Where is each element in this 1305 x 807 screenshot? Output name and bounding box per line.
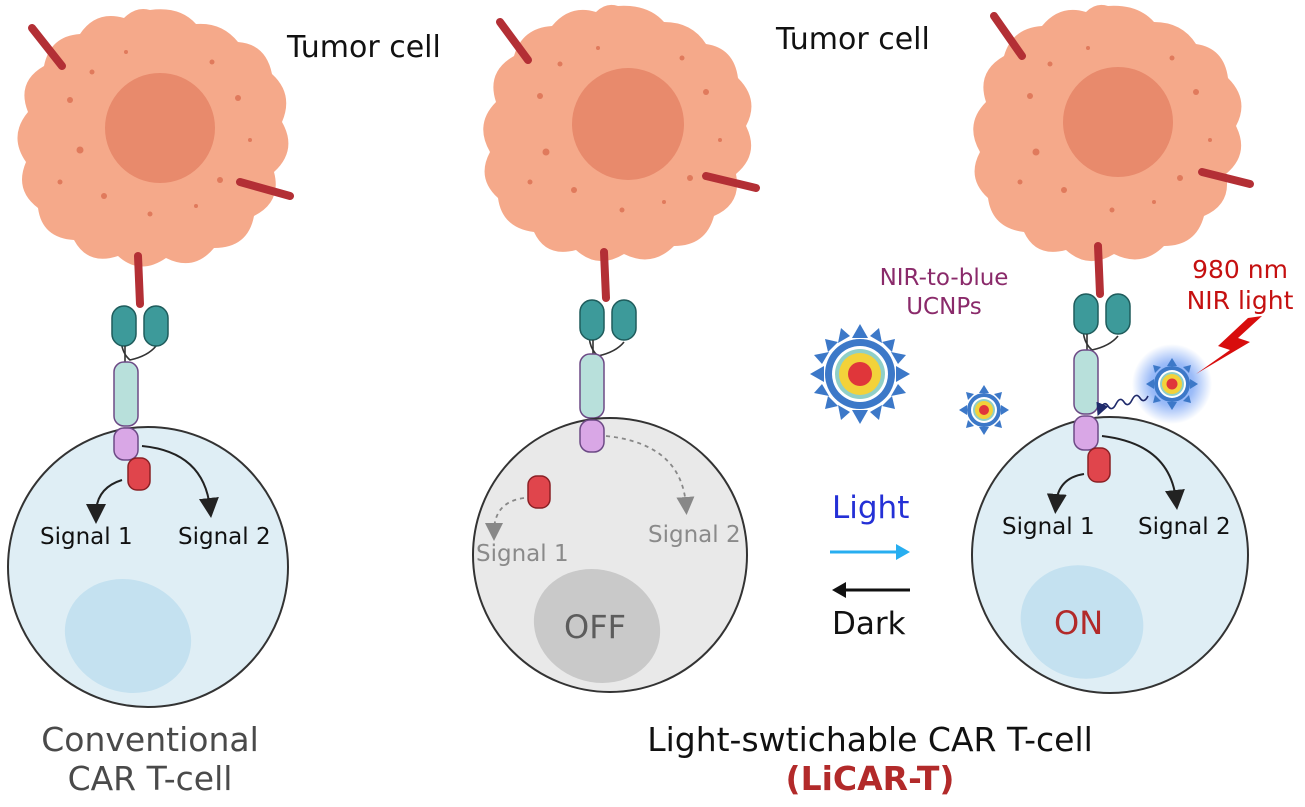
t-cell-nucleus-on xyxy=(1020,565,1144,679)
light-label: Light xyxy=(832,490,910,526)
nir-light-label: 980 nm NIR light xyxy=(1170,254,1305,316)
antigen-spike xyxy=(1094,242,1104,298)
antigen-spike xyxy=(600,248,610,302)
panel-conventional xyxy=(7,9,294,708)
hinge-domain xyxy=(1073,349,1099,415)
tumor-nucleus xyxy=(105,73,215,183)
costim-domain-detached xyxy=(527,475,551,509)
tumor-granules xyxy=(527,46,722,213)
signal2-label-conventional: Signal 2 xyxy=(178,524,271,550)
ucnp-label-line2: UCNPs xyxy=(906,294,982,320)
tumor-nucleus xyxy=(572,68,684,180)
nir-label-line2: NIR light xyxy=(1186,286,1294,315)
signal1-label-conventional: Signal 1 xyxy=(40,524,133,550)
ucnp-label: NIR-to-blue UCNPs xyxy=(864,264,1024,322)
antigen-spike xyxy=(236,178,294,200)
caption-conventional: Conventional CAR T-cell xyxy=(20,720,280,798)
tumor-cell-middle xyxy=(483,4,760,302)
car-receptor-middle xyxy=(579,299,637,419)
hinge-domain xyxy=(113,361,139,427)
signal1-arrow-inactive xyxy=(485,497,525,541)
scfv-domain xyxy=(579,299,605,341)
tumor-cell-right xyxy=(973,4,1254,298)
nir-bolt xyxy=(1196,316,1262,374)
signal1-label-on: Signal 1 xyxy=(1002,514,1095,540)
hinge-domain xyxy=(579,353,605,419)
antigen-spike xyxy=(496,18,532,64)
scfv-domain xyxy=(111,305,137,347)
signal2-arrow-inactive xyxy=(605,435,695,515)
off-state-label: OFF xyxy=(564,608,626,646)
signal1-label-off: Signal 1 xyxy=(476,541,569,567)
antigen-spike xyxy=(134,252,144,308)
caption-licar-line2: (LiCAR-T) xyxy=(785,759,955,798)
t-cell-nucleus xyxy=(64,579,192,693)
tumor-granules xyxy=(1017,46,1212,213)
caption-conventional-line2: CAR T-cell xyxy=(67,759,233,798)
caption-licar-line1: Light-swtichable CAR T-cell xyxy=(647,720,1093,759)
scfv-domain xyxy=(1073,293,1099,335)
caption-licar: Light-swtichable CAR T-cell (LiCAR-T) xyxy=(620,720,1120,798)
antigen-spike xyxy=(28,24,66,70)
blue-light-emission xyxy=(1096,394,1149,416)
signal1-arrow xyxy=(1046,473,1085,514)
tumor-cell-label-right: Tumor cell xyxy=(776,22,930,57)
signal2-arrow xyxy=(1101,435,1185,510)
panel-off xyxy=(472,4,760,693)
ucnp-small xyxy=(959,385,1009,435)
signaling-domain xyxy=(1073,415,1099,451)
tumor-nucleus xyxy=(1063,67,1173,177)
nir-label-line1: 980 nm xyxy=(1192,255,1288,284)
antigen-spike xyxy=(990,12,1026,60)
costim-domain xyxy=(1087,447,1111,483)
antigen-spike xyxy=(1198,168,1254,188)
ucnp-large xyxy=(810,324,910,424)
t-cell-nucleus-off xyxy=(533,569,661,683)
ucnp-label-line1: NIR-to-blue xyxy=(879,265,1009,291)
signal2-arrow xyxy=(141,445,219,518)
signal1-arrow xyxy=(86,479,123,524)
dark-label: Dark xyxy=(832,606,906,642)
scfv-domain xyxy=(143,305,169,347)
caption-conventional-line1: Conventional xyxy=(41,720,259,759)
signal2-label-off: Signal 2 xyxy=(648,522,741,548)
on-state-label: ON xyxy=(1054,604,1104,642)
tumor-cell-left xyxy=(17,9,294,308)
antigen-spike xyxy=(702,172,760,192)
scfv-domain xyxy=(611,299,637,341)
tumor-cell-label-left: Tumor cell xyxy=(287,30,441,65)
signaling-domain xyxy=(579,419,605,453)
switch-arrows xyxy=(830,544,910,598)
tumor-granules xyxy=(57,50,252,217)
car-receptor-right xyxy=(1073,293,1131,415)
ucnp-activated xyxy=(1146,358,1198,410)
signal2-label-on: Signal 2 xyxy=(1138,514,1231,540)
scfv-domain xyxy=(1105,293,1131,335)
panel-on xyxy=(971,4,1262,694)
